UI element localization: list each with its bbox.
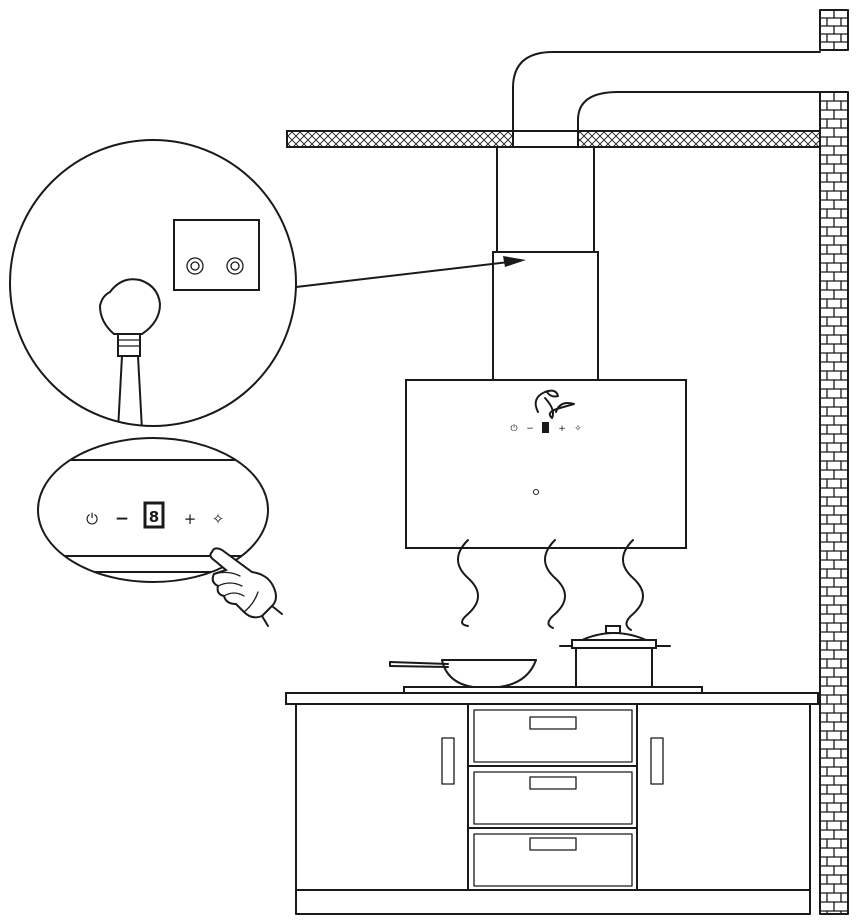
- exhaust-duct: [512, 51, 821, 132]
- control-panel-detail: ⏻ − 8 + ✧: [37, 437, 283, 627]
- hood-light-icon: ✧: [574, 424, 582, 434]
- power-plug: [98, 278, 162, 335]
- cooking-pot: [559, 625, 671, 688]
- hood-indicator-dot: [533, 489, 539, 495]
- ceiling-slab: [286, 130, 821, 148]
- hood-logo-icon: [534, 389, 575, 419]
- hood-chimney: [295, 146, 599, 381]
- power-socket: [173, 219, 260, 291]
- speed-display-digit: 8: [149, 508, 159, 526]
- hood-power-icon: ⏻: [510, 423, 517, 434]
- kitchen-cabinet: [285, 692, 819, 915]
- zoom-detail-socket: [9, 139, 297, 427]
- light-icon[interactable]: ✧: [212, 510, 225, 528]
- brick-wall: [819, 9, 849, 915]
- minus-button[interactable]: −: [115, 509, 129, 529]
- pointing-hand-icon: [209, 547, 283, 627]
- hood-plus-icon: +: [558, 424, 566, 434]
- range-hood: ⏻ − + ✧: [405, 379, 687, 549]
- cooking-fumes: [457, 539, 644, 631]
- plus-button[interactable]: +: [184, 510, 197, 528]
- frying-pan: [389, 659, 537, 689]
- hood-minus-icon: −: [526, 424, 534, 434]
- hood-display: [542, 422, 549, 433]
- speed-display: [143, 501, 165, 529]
- power-icon[interactable]: ⏻: [86, 510, 98, 528]
- pointer-arrowhead: [503, 256, 526, 267]
